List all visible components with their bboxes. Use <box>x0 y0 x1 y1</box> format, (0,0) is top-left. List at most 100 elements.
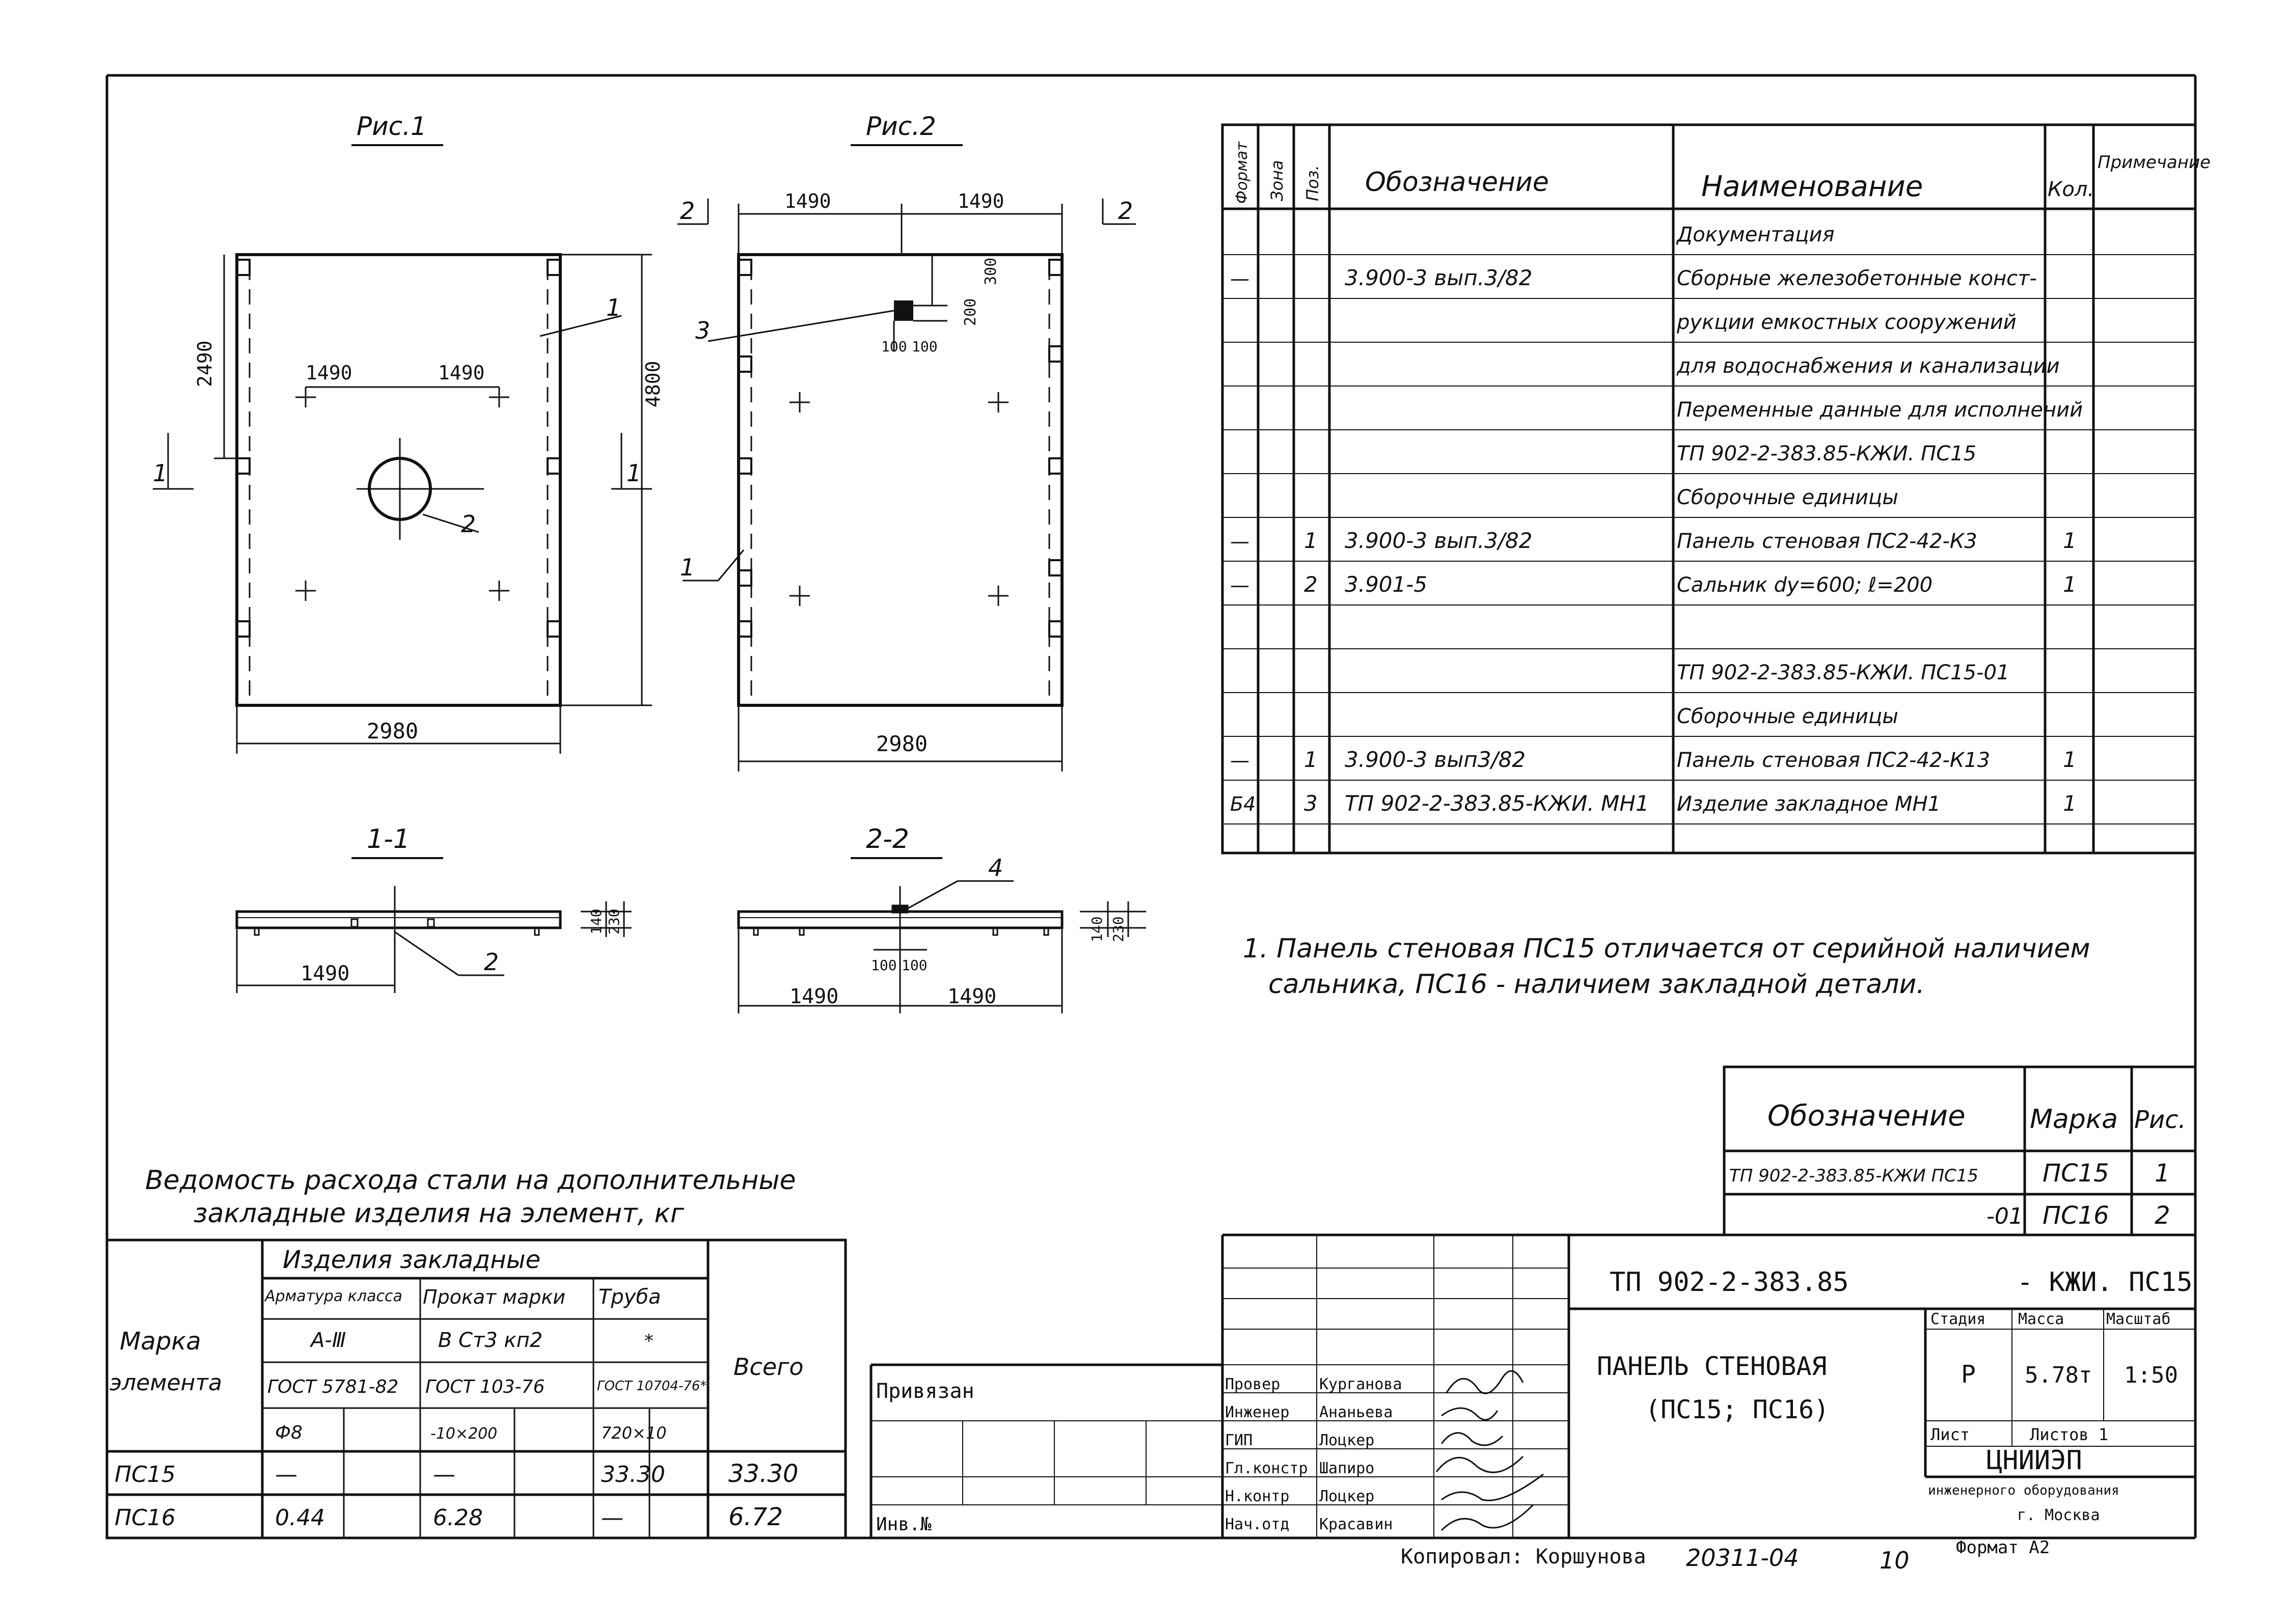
stamp-scale-header: Масштаб <box>2106 1310 2170 1328</box>
dim-f2-300: 300 <box>982 258 1000 285</box>
callout-1-fig2: 1 <box>680 554 695 581</box>
spec-row-format: — <box>1230 267 1249 290</box>
stamp-name: Лоцкер <box>1319 1432 1374 1449</box>
steel-pipe-grade: * <box>644 1331 654 1352</box>
spec-row-code: 3.900-3 вып3/82 <box>1345 747 1526 772</box>
callout-2-section: 2 <box>484 948 499 976</box>
steel-table: Ведомость расхода стали на дополнительны… <box>105 1165 847 1539</box>
marks-row-mark: ПС15 <box>2043 1159 2109 1188</box>
callout-1-fig1: 1 <box>606 294 621 321</box>
callout-2-fig1: 2 <box>461 510 476 538</box>
stamp-role: Н.контр <box>1225 1488 1289 1505</box>
stamp-role: Гл.констр <box>1225 1460 1308 1477</box>
steel-size-pipe: 720×10 <box>601 1423 667 1443</box>
spec-row-name: Изделие закладное МН1 <box>1677 792 1941 816</box>
stamp-order-number: 20311-04 <box>1686 1544 1799 1572</box>
spec-row-name: Сборочные единицы <box>1677 705 1898 728</box>
dim-s22-140: 140 <box>1088 916 1105 942</box>
dim-s11-140: 140 <box>588 909 605 934</box>
marks-row-fig: 1 <box>2155 1159 2170 1188</box>
dim-s11-230: 230 <box>606 909 622 934</box>
spec-row-code: ТП 902-2-383.85-КЖИ. МН1 <box>1345 791 1649 816</box>
spec-row-name: Документация <box>1676 223 1835 246</box>
steel-sub-rebar: Арматура класса <box>264 1287 402 1305</box>
marks-table: Обозначение Марка Рис. ТП 902-2-383.85-К… <box>1723 1065 2197 1236</box>
fig2-title: Рис.2 <box>866 112 936 141</box>
spec-row-name: для водоснабжения и канализации <box>1676 354 2060 378</box>
cut-mark-1-right: 1 <box>627 459 641 487</box>
dim-f2-100a: 100 <box>881 338 907 355</box>
stamp-sheet-header: Лист <box>1930 1425 1970 1444</box>
steel-col-mark-2: элемента <box>110 1370 222 1396</box>
spec-row-name: Сборные железобетонные конст- <box>1677 267 2037 290</box>
spec-header-qty: Кол. <box>2048 178 2094 201</box>
section-1-1: 1-1 1490 140 230 2 <box>235 824 632 993</box>
sec22-title: 2-2 <box>866 824 909 855</box>
cut-mark-2-left: 2 <box>680 197 695 225</box>
steel-row-mark: ПС15 <box>115 1462 176 1488</box>
spec-row-format: — <box>1230 530 1249 553</box>
stamp-org-dept: инженерного оборудования <box>1928 1483 2119 1498</box>
stamp-role: Инженер <box>1225 1403 1289 1421</box>
marks-header-mark: Марка <box>2030 1104 2118 1135</box>
figure-1: Рис.1 <box>153 112 664 754</box>
spec-row-format: — <box>1230 574 1249 596</box>
cut-mark-1-left: 1 <box>153 459 168 487</box>
dim-f1-height: 4800 <box>642 361 664 407</box>
spec-row-qty: 1 <box>2063 572 2077 597</box>
spec-row-code: 3.900-3 вып.3/82 <box>1345 528 1533 553</box>
spec-row-format: — <box>1230 749 1249 772</box>
marks-row-code: ТП 902-2-383.85-КЖИ ПС15 <box>1729 1166 1978 1186</box>
spec-row-pos: 1 <box>1304 747 1318 772</box>
dim-f2-width: 2980 <box>876 731 928 756</box>
spec-row-qty: 1 <box>2063 528 2077 553</box>
sec11-title: 1-1 <box>367 824 410 855</box>
spec-row-name: Панель стеновая ПС2-42-К3 <box>1677 530 1977 553</box>
stamp-stage: Р <box>1961 1360 1976 1389</box>
spec-header-zone: Зона <box>1267 160 1287 201</box>
signatures <box>1435 1370 1544 1531</box>
marks-row-mark: ПС16 <box>2043 1201 2109 1230</box>
stamp-sheets-header: Листов 1 <box>2030 1425 2108 1444</box>
marks-row-fig: 2 <box>2155 1201 2170 1230</box>
callout-3: 3 <box>695 317 710 344</box>
stamp-format: Формат А2 <box>1956 1537 2050 1558</box>
spec-header-format: Формат <box>1233 141 1251 204</box>
stamp-org-city: г. Москва <box>2017 1506 2100 1524</box>
stamp-role: ГИП <box>1225 1432 1253 1449</box>
panel-outline-fig2 <box>737 253 1064 707</box>
stamp-name: Ананьева <box>1319 1403 1393 1421</box>
note-block: 1. Панель стеновая ПС15 отличается от се… <box>1243 933 2090 1000</box>
spec-header-name: Наименование <box>1701 170 1923 203</box>
steel-gost-rolled: ГОСТ 103-76 <box>425 1377 545 1397</box>
steel-sub-pipe: Труба <box>598 1285 661 1309</box>
steel-row-pipe: — <box>601 1505 623 1531</box>
stamp-inv-no: Инв.№ <box>876 1514 932 1535</box>
steel-gost-pipe: ГОСТ 10704-76* <box>597 1379 706 1394</box>
dim-f2-top-right: 1490 <box>958 190 1004 212</box>
dim-f2-100b: 100 <box>912 338 938 355</box>
spec-rows: Документация — 3.900-3 вып.3/82 Сборные жел… <box>1230 223 2083 816</box>
spec-row-name: рукции емкостных сооружений <box>1676 311 2017 334</box>
embedded-part-mn1 <box>894 300 913 321</box>
steel-row-mark: ПС16 <box>115 1505 176 1531</box>
steel-rebar-class: А-Ⅲ <box>309 1329 346 1352</box>
stamp-mass: 5.78т <box>2025 1362 2092 1388</box>
stamp-name: Лоцкер <box>1319 1488 1374 1505</box>
dim-f2-top-left: 1490 <box>784 190 831 212</box>
callout-4: 4 <box>988 854 1003 882</box>
dim-f1-2490: 2490 <box>194 340 216 387</box>
spec-row-pos: 1 <box>1304 528 1318 553</box>
stamp-name: Красавин <box>1319 1516 1393 1533</box>
steel-col-mark-1: Марка <box>120 1327 201 1356</box>
dim-f1-half-right: 1490 <box>438 362 485 384</box>
stamp-role: Провер <box>1225 1375 1280 1393</box>
steel-row-rolled: 6.28 <box>433 1505 483 1531</box>
stamp-name: Курганова <box>1319 1375 1402 1393</box>
dim-f1-half-left: 1490 <box>306 362 352 384</box>
marks-header-fig: Рис. <box>2134 1106 2186 1134</box>
dim-s22-1490a: 1490 <box>790 985 838 1008</box>
